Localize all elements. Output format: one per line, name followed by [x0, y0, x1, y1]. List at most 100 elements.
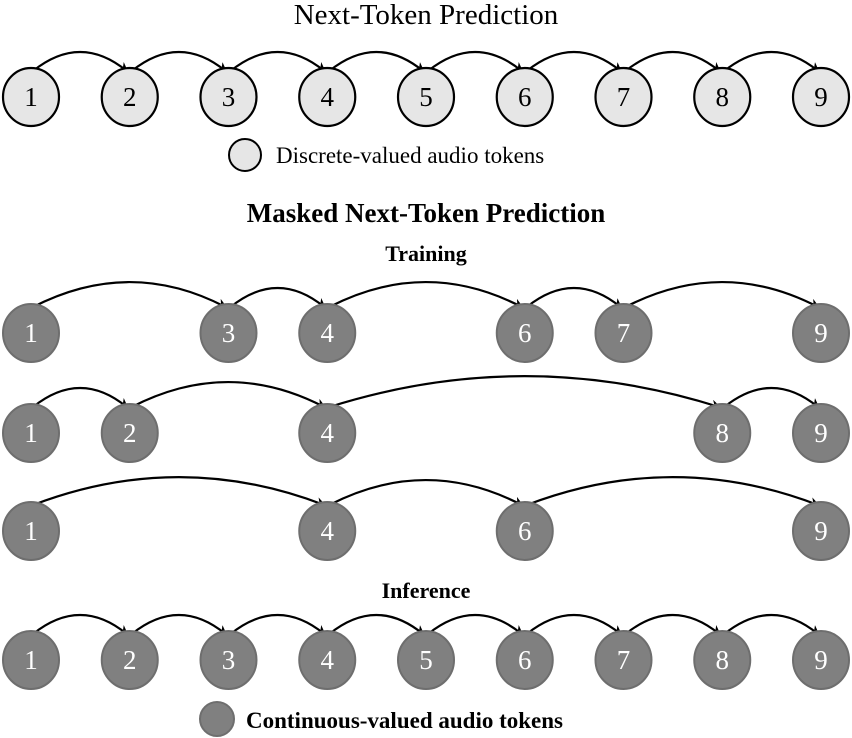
token-label: 7: [617, 82, 631, 112]
arrow-4-to-5: [328, 51, 425, 73]
arrow-2-to-3: [131, 614, 228, 636]
token-label: 9: [814, 645, 828, 675]
token-7: 7: [594, 66, 653, 128]
token-label: 4: [321, 418, 335, 448]
training-row-3: 1 4 6 9: [2, 476, 850, 561]
token-circle: [792, 403, 850, 463]
token-circle: [792, 630, 850, 690]
token-label: 4: [321, 645, 335, 675]
continuous-legend-swatch: [199, 701, 235, 737]
arrow-1-to-3: [32, 281, 228, 308]
token-circle: [1, 66, 61, 128]
token-label: 6: [518, 516, 532, 546]
discrete-legend: Discrete-valued audio tokens: [228, 138, 544, 172]
token-9: 9: [792, 630, 850, 690]
arrow-8-to-9: [723, 614, 820, 636]
token-6: 6: [495, 66, 554, 128]
token-7: 7: [594, 630, 653, 690]
token-circle: [199, 630, 258, 690]
token-label: 8: [716, 82, 730, 112]
token-circle: [2, 501, 60, 561]
continuous-legend-label: Continuous-valued audio tokens: [246, 708, 563, 733]
token-circle: [100, 403, 159, 463]
token-circle: [495, 303, 554, 363]
token-circle: [594, 303, 653, 363]
token-label: 3: [222, 82, 236, 112]
token-2: 2: [100, 630, 159, 690]
arrow-8-to-9: [723, 387, 820, 409]
continuous-legend: Continuous-valued audio tokens: [199, 701, 563, 737]
token-circle: [100, 630, 159, 690]
discrete-legend-label: Discrete-valued audio tokens: [276, 143, 544, 168]
token-6: 6: [495, 501, 554, 561]
arrow-1-to-2: [32, 387, 129, 409]
token-8: 8: [693, 66, 752, 128]
arrow-6-to-9: [526, 476, 820, 507]
token-label: 5: [419, 645, 433, 675]
token-circle: [495, 66, 554, 128]
arrow-8-to-9: [723, 51, 820, 73]
token-4: 4: [298, 630, 357, 690]
token-1: 1: [2, 501, 60, 561]
token-label: 4: [321, 318, 335, 348]
token-5: 5: [396, 66, 456, 128]
token-label: 1: [24, 516, 38, 546]
discrete-legend-swatch: [228, 138, 262, 172]
arrow-3-to-4: [229, 51, 326, 73]
token-circle: [100, 66, 159, 128]
token-circle: [594, 630, 653, 690]
token-3: 3: [199, 303, 258, 363]
token-label: 8: [716, 645, 730, 675]
token-4: 4: [298, 66, 357, 128]
token-label: 9: [814, 82, 828, 112]
token-circle: [693, 630, 752, 690]
arrow-2-to-4: [131, 381, 327, 408]
token-circle: [298, 403, 357, 463]
token-circle: [298, 303, 357, 363]
token-1: 1: [1, 66, 61, 128]
token-circle: [792, 501, 850, 561]
masked-next-token-title: Masked Next-Token Prediction: [247, 198, 606, 228]
arrow-1-to-2: [32, 614, 129, 636]
token-label: 3: [222, 645, 236, 675]
token-label: 8: [716, 418, 730, 448]
token-6: 6: [495, 303, 554, 363]
arrow-5-to-6: [427, 51, 524, 73]
token-label: 2: [123, 82, 137, 112]
arrow-4-to-5: [328, 614, 425, 636]
token-circle: [199, 303, 258, 363]
token-label: 9: [814, 516, 828, 546]
arrow-6-to-7: [526, 51, 623, 73]
token-label: 9: [814, 318, 828, 348]
token-4: 4: [298, 303, 357, 363]
token-label: 5: [419, 82, 433, 112]
arrow-6-to-7: [526, 614, 623, 636]
token-circle: [495, 501, 554, 561]
token-circle: [594, 66, 653, 128]
token-label: 2: [123, 418, 137, 448]
token-9: 9: [792, 501, 850, 561]
token-label: 2: [123, 645, 137, 675]
token-label: 4: [321, 516, 335, 546]
token-circle: [298, 630, 357, 690]
token-label: 1: [24, 318, 38, 348]
token-9: 9: [792, 303, 850, 363]
arrow-3-to-4: [229, 287, 326, 309]
token-1: 1: [2, 630, 60, 690]
token-label: 9: [814, 418, 828, 448]
token-6: 6: [495, 630, 554, 690]
token-circle: [397, 630, 455, 690]
token-circle: [693, 66, 752, 128]
token-8: 8: [693, 630, 752, 690]
training-label: Training: [385, 241, 467, 266]
next-token-title: Next-Token Prediction: [294, 0, 559, 31]
next-token-row: 1 2 3 4 5 6 7 8 9: [1, 51, 851, 128]
token-circle: [2, 403, 60, 463]
arrow-7-to-8: [624, 51, 721, 73]
arrow-7-to-9: [624, 281, 820, 308]
token-circle: [298, 501, 357, 561]
token-5: 5: [397, 630, 455, 690]
